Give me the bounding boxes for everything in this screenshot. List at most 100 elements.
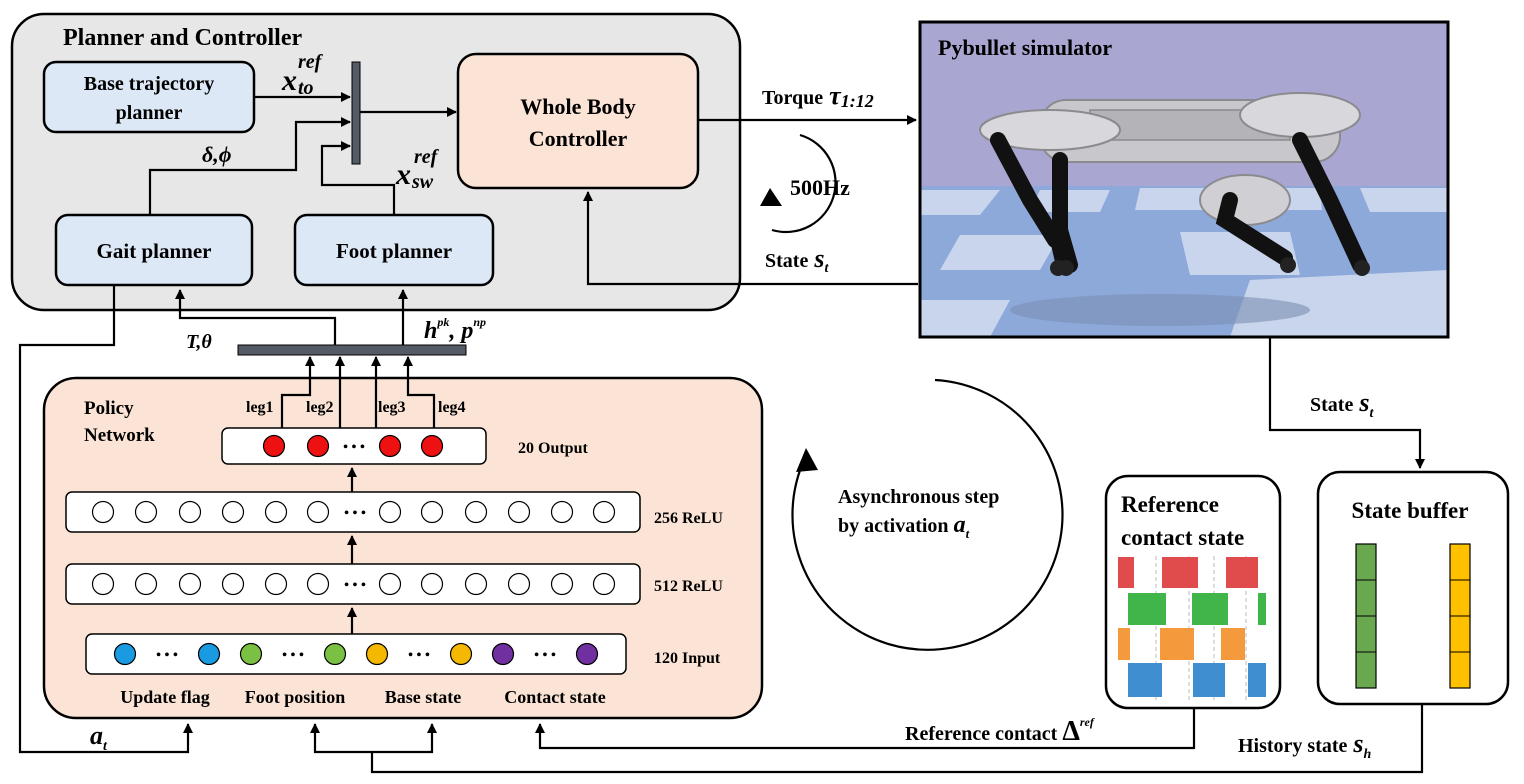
loop-arrow-icon: [771, 133, 837, 234]
x-sw-ref: xsw: [395, 158, 434, 193]
input-nodes: [113, 642, 599, 666]
input-node: [449, 642, 473, 666]
output-node: [262, 434, 286, 458]
input-ellipsis-4: • • •: [534, 648, 556, 663]
h-p-label: hpk, pnp: [424, 315, 486, 344]
relu512-node: [306, 572, 330, 596]
input-layer: [85, 633, 627, 675]
async-loop-arrowhead: [796, 448, 818, 472]
relu256-ellipsis: • • •: [344, 506, 366, 521]
policy-title-1: Policy: [84, 398, 134, 419]
relu256-nodes: [91, 500, 616, 524]
relu512-node: [464, 572, 488, 596]
input-group-contact-state: Contact state: [504, 687, 605, 707]
input-node: [575, 642, 599, 666]
wire-to-gait: [175, 289, 337, 345]
relu256-label: 256 ReLU: [654, 510, 723, 527]
relu256-node: [221, 500, 245, 524]
buffer-green-stack: [1355, 543, 1377, 689]
policy-title-2: Network: [84, 425, 155, 446]
x-sw-sup: ref: [414, 146, 440, 168]
output-layer: [221, 427, 487, 465]
state-buffer-title: State buffer: [1352, 498, 1469, 523]
base-trajectory-label-2: planner: [116, 102, 183, 124]
relu256-node: [264, 500, 288, 524]
mux-bar: [351, 61, 361, 165]
relu256-node: [550, 500, 574, 524]
reference-contact-label: Reference contact Δref: [905, 715, 1095, 747]
input-ellipsis-2: • • •: [282, 648, 304, 663]
wire-leg4: [403, 356, 436, 428]
simulator-title: Pybullet simulator: [938, 35, 1112, 60]
buffer-yellow-stack: [1449, 543, 1471, 689]
whole-body-controller: [456, 52, 700, 190]
input-ellipsis-3: • • •: [408, 648, 430, 663]
input-layer-label: 120 Input: [654, 650, 721, 667]
rate-label: 500Hz: [790, 175, 850, 200]
relu512-node: [91, 572, 115, 596]
wire-activation: [18, 285, 193, 754]
foot-planner-label: Foot planner: [336, 239, 452, 263]
async-line-1: Asynchronous step: [838, 486, 999, 508]
input-node: [323, 642, 347, 666]
loop-arrowhead: [760, 188, 782, 206]
leg3-label: leg3: [378, 399, 406, 416]
gait-planner-label: Gait planner: [97, 239, 212, 263]
wire-sim-to-buffer: [1268, 337, 1425, 469]
async-line-2: by activation at: [838, 512, 970, 541]
relu512-label: 512 ReLU: [654, 578, 723, 595]
reference-title-1: Reference: [1121, 492, 1219, 517]
relu512-layer: [65, 563, 641, 605]
quadruped-robot-image: [920, 22, 1448, 337]
relu512-nodes: [91, 572, 616, 596]
relu256-node: [306, 500, 330, 524]
relu512-node: [178, 572, 202, 596]
input-ellipsis-1: • • •: [156, 648, 178, 663]
relu256-layer: [65, 491, 641, 533]
relu256-node: [464, 500, 488, 524]
wire-history-state: [370, 704, 1424, 774]
relu512-node: [378, 572, 402, 596]
wire-reference-contact: [535, 708, 1196, 750]
input-node: [239, 642, 263, 666]
input-group-base-state: Base state: [385, 687, 461, 707]
input-node: [113, 642, 137, 666]
relu256-node: [378, 500, 402, 524]
leg2-label: leg2: [306, 399, 334, 416]
input-group-update-flag: Update flag: [120, 687, 210, 707]
relu256-node: [134, 500, 158, 524]
wire-state-feedback: [583, 191, 918, 286]
wire-gait-to-mux: [148, 117, 351, 215]
output-nodes: [262, 434, 444, 458]
relu512-node: [592, 572, 616, 596]
relu512-node: [134, 572, 158, 596]
wbc-label-2: Controller: [529, 126, 628, 151]
output-ellipsis: • • •: [343, 440, 365, 455]
input-node: [491, 642, 515, 666]
relu512-node: [507, 572, 531, 596]
relu512-node: [221, 572, 245, 596]
activation-label: at: [90, 721, 108, 754]
delta-phi: δ,ϕ: [202, 142, 232, 167]
wire-foot-to-mux: [320, 141, 396, 215]
output-layer-label: 20 Output: [518, 440, 588, 457]
relu512-node: [420, 572, 444, 596]
leg1-label: leg1: [246, 399, 274, 416]
wire-history-to-foot: [310, 723, 372, 754]
input-node: [197, 642, 221, 666]
output-node: [420, 434, 444, 458]
output-split-bar: [237, 344, 467, 356]
async-loop-arc: [791, 378, 1064, 651]
relu512-node: [264, 572, 288, 596]
simulator-frame: [918, 20, 1450, 339]
contact-pattern: [1118, 556, 1266, 700]
wbc-label-1: Whole Body: [520, 94, 636, 119]
relu256-node: [91, 500, 115, 524]
x-to-ref: xto: [281, 64, 314, 99]
input-node: [365, 642, 389, 666]
